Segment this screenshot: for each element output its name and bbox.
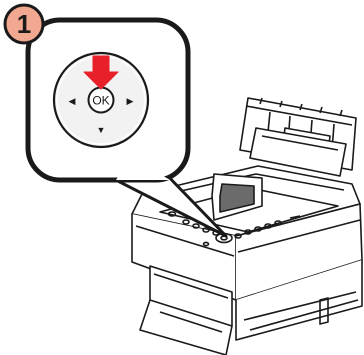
ok-label: OK xyxy=(92,94,109,108)
down-arrow-icon[interactable]: ▼ xyxy=(97,125,106,135)
step-number: 1 xyxy=(17,9,31,39)
step-badge: 1 xyxy=(5,5,43,43)
ok-button[interactable]: OK xyxy=(89,88,114,113)
paper-support xyxy=(240,98,356,176)
left-arrow-icon[interactable]: ◀ xyxy=(69,96,76,106)
right-arrow-icon[interactable]: ▶ xyxy=(127,96,134,106)
callout-magnifier: OK ◀ ▶ ▼ xyxy=(28,20,226,236)
